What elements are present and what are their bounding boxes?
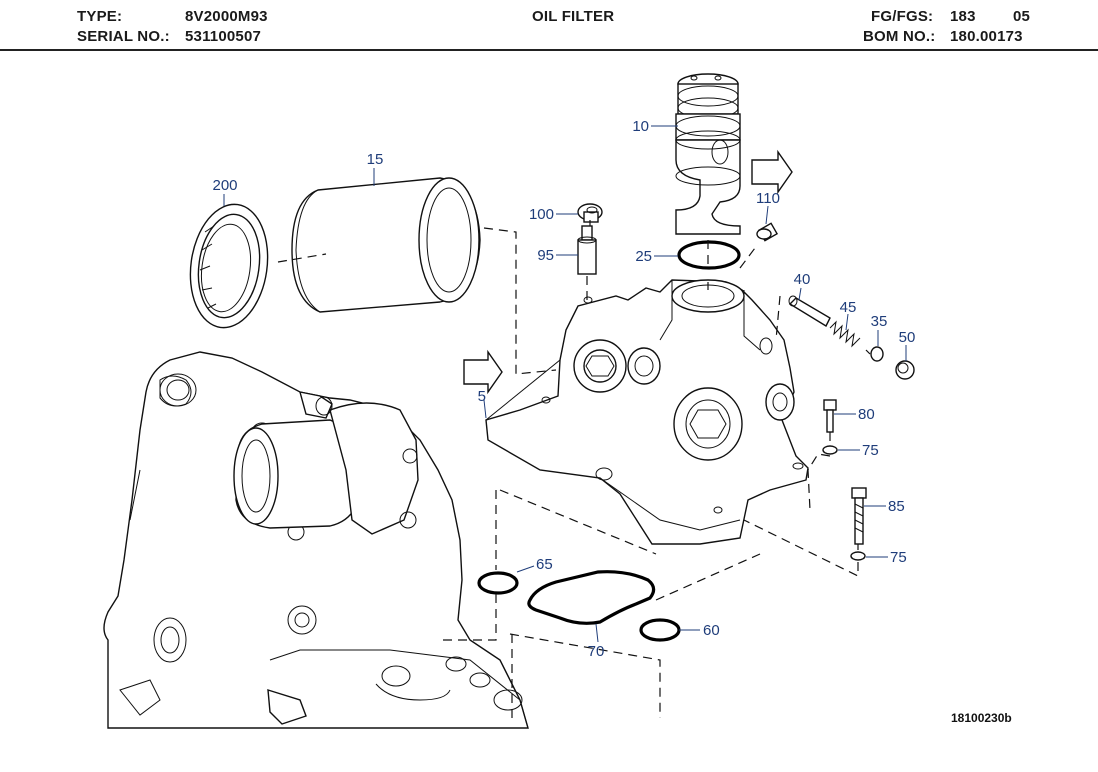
part-70-gasket bbox=[527, 570, 656, 625]
header-rule bbox=[0, 49, 1098, 51]
page-title: OIL FILTER bbox=[532, 8, 615, 25]
callout-10: 10 bbox=[632, 118, 649, 135]
bom-value: 180.00173 bbox=[950, 28, 1023, 45]
bom-label: BOM NO.: bbox=[863, 28, 936, 45]
callout-80: 80 bbox=[858, 406, 875, 423]
part-80-bolt bbox=[823, 399, 837, 433]
callout-75-upper: 75 bbox=[862, 442, 879, 459]
part-10-filter-insert bbox=[675, 73, 741, 235]
callout-25: 25 bbox=[635, 248, 652, 265]
callout-50: 50 bbox=[899, 329, 916, 346]
flow-arrow-right-icon bbox=[751, 149, 793, 195]
serial-label: SERIAL NO.: bbox=[77, 28, 170, 45]
callout-70: 70 bbox=[588, 643, 605, 660]
engine-block bbox=[103, 351, 529, 729]
callout-85: 85 bbox=[888, 498, 905, 515]
callout-5: 5 bbox=[478, 388, 486, 405]
part-85-bolt bbox=[851, 487, 867, 545]
callout-60: 60 bbox=[703, 622, 720, 639]
assembly-lines bbox=[277, 220, 871, 720]
serial-value: 531100507 bbox=[185, 28, 262, 45]
part-100-banjo bbox=[577, 203, 603, 223]
callout-35: 35 bbox=[871, 313, 888, 330]
part-200-seal-ring bbox=[189, 203, 269, 329]
callout-75-lower: 75 bbox=[890, 549, 907, 566]
flow-arrow-left-icon bbox=[463, 349, 503, 395]
type-value: 8V2000M93 bbox=[185, 8, 268, 25]
callout-65: 65 bbox=[536, 556, 553, 573]
type-label: TYPE: bbox=[77, 8, 123, 25]
callout-40: 40 bbox=[794, 271, 811, 288]
fgfgs-label: FG/FGS: bbox=[871, 8, 934, 25]
part-25-o-ring bbox=[677, 240, 741, 270]
leader-lines bbox=[223, 125, 907, 643]
part-60-o-ring bbox=[639, 618, 681, 642]
callout-95: 95 bbox=[537, 247, 554, 264]
part-75-washer-lower bbox=[850, 551, 866, 561]
callout-200: 200 bbox=[212, 177, 237, 194]
part-5-filter-housing bbox=[485, 279, 809, 545]
callout-110: 110 bbox=[756, 190, 780, 207]
part-15-filter-element bbox=[291, 177, 481, 313]
part-35-ring bbox=[870, 346, 884, 362]
part-50-plug bbox=[895, 360, 915, 380]
part-110-plug bbox=[756, 222, 779, 242]
callout-15: 15 bbox=[367, 151, 384, 168]
part-95-stud bbox=[577, 225, 597, 275]
part-75-washer-upper bbox=[822, 445, 838, 455]
drawing-id: 18100230b bbox=[951, 711, 1012, 725]
callout-45: 45 bbox=[840, 299, 857, 316]
fgfgs-sheet: 05 bbox=[1013, 8, 1031, 25]
part-65-o-ring bbox=[477, 571, 519, 595]
part-45-spring bbox=[829, 320, 861, 348]
part-40-piston bbox=[788, 295, 831, 327]
fgfgs-value: 183 bbox=[950, 8, 976, 25]
callout-100: 100 bbox=[529, 206, 554, 223]
